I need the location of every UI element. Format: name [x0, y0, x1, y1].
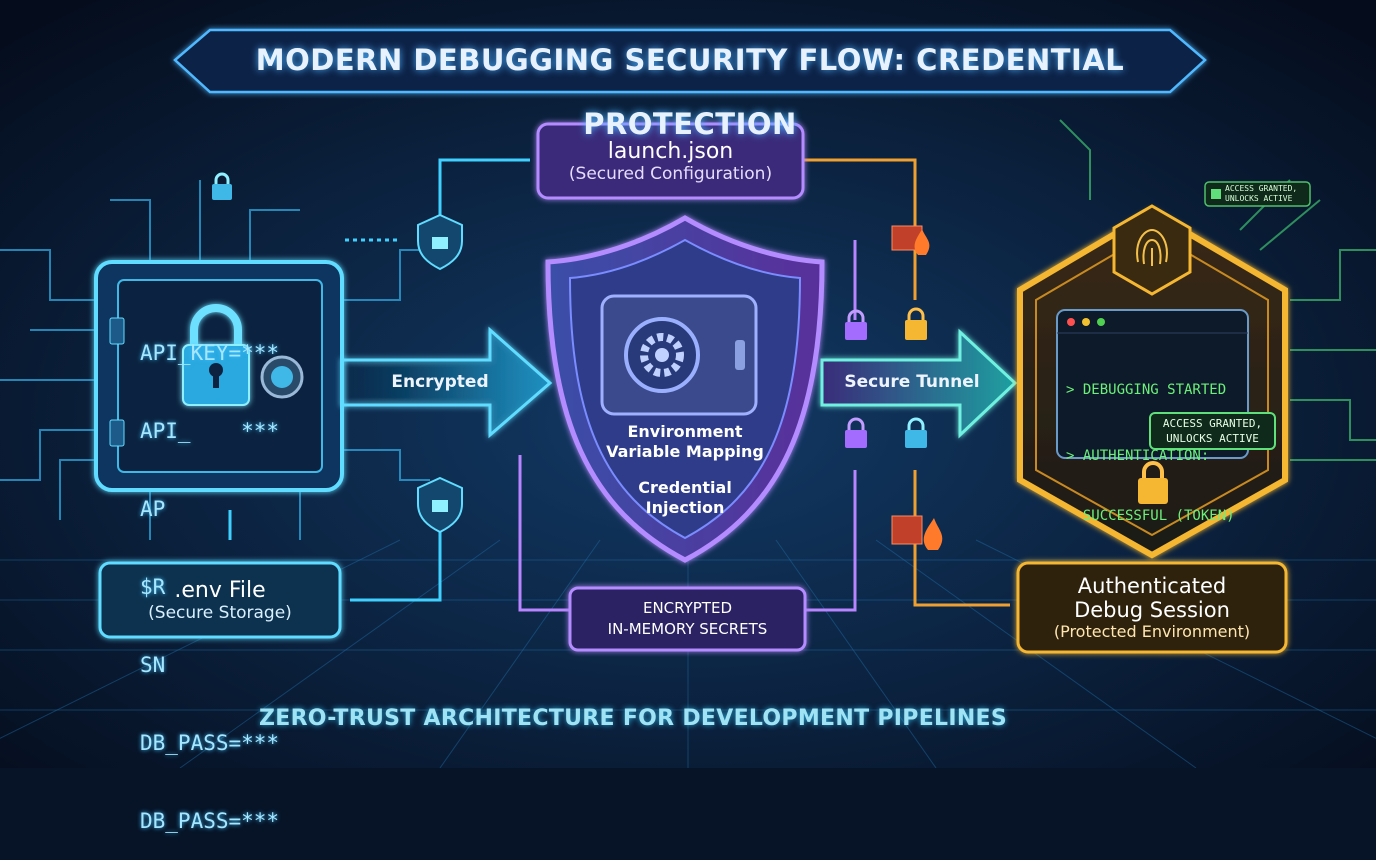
terminal-output: > DEBUGGING STARTED > AUTHENTICATION: SU… [1066, 340, 1235, 546]
terminal-line: > DEBUGGING STARTED [1066, 382, 1227, 398]
session-line: Debug Session [1074, 598, 1230, 622]
env-file-title: .env File [174, 577, 266, 603]
vault-line: DB_PASS=*** [140, 731, 280, 755]
memory-line: IN-MEMORY SECRETS [607, 620, 768, 638]
top-access-text: ACCESS GRANTED, UNLOCKS ACTIVE [1225, 184, 1310, 204]
maximize-dot [1097, 318, 1105, 326]
memory-box: ENCRYPTED IN-MEMORY SECRETS [570, 588, 805, 650]
terminal-line: SUCCESSFUL (TOKEN) [1066, 508, 1235, 524]
dial-icon [260, 355, 304, 399]
session-box: Authenticated Debug Session (Protected E… [1018, 563, 1286, 652]
vault-line: API_KEY=*** [140, 341, 280, 365]
shield-line: Credential [638, 478, 732, 497]
lock-icon [1138, 461, 1168, 504]
firewall-icon [891, 515, 943, 550]
diagram: MODERN DEBUGGING SECURITY FLOW: CREDENTI… [0, 0, 1376, 833]
close-dot [1067, 318, 1075, 326]
session-box-bg [1016, 561, 1288, 654]
session-line: (Protected Environment) [1053, 622, 1251, 641]
launch-json-subtitle: (Secured Configuration) [568, 163, 773, 184]
secure-tunnel-arrow [820, 328, 1018, 439]
secure-tunnel-label: Secure Tunnel [844, 372, 980, 392]
shield-text: Environment Variable Mapping Credential … [575, 422, 795, 518]
gear-safe-icon [600, 294, 758, 416]
badge-line: ACCESS GRANTED, [1225, 184, 1298, 193]
fingerprint-icon [1112, 204, 1192, 296]
shield-lock-icon [417, 476, 463, 534]
badge-line: ACCESS GRANTED, [1162, 417, 1263, 430]
diagram-graphics [0, 0, 1376, 768]
circuit-lines-left [0, 180, 440, 540]
terminal-line: > AUTHENTICATION: [1066, 448, 1210, 464]
lock-icon [845, 309, 867, 340]
shield-lock-icon [417, 213, 463, 271]
shield-line: Environment [627, 422, 743, 441]
terminal-access-badge [1149, 412, 1276, 450]
launch-json-title: launch.json [607, 138, 734, 164]
vault-line: AP [140, 497, 166, 521]
page-title: MODERN DEBUGGING SECURITY FLOW: CREDENTI… [255, 43, 1125, 141]
lock-icon [905, 307, 927, 340]
encrypted-arrow [340, 326, 553, 439]
session-line: Authenticated [1077, 574, 1227, 598]
lock-icon [905, 417, 927, 448]
shield-line: Injection [645, 498, 725, 517]
lock-icon [845, 417, 867, 448]
env-file-subtitle: (Secure Storage) [148, 602, 292, 623]
top-access-badge [1204, 181, 1311, 207]
badge-line: UNLOCKS ACTIVE [1225, 194, 1293, 203]
vault-line: SN [140, 653, 166, 677]
padlock-icon [182, 304, 250, 406]
env-file-box: .env File (Secure Storage) [100, 563, 340, 637]
encrypted-label: Encrypted [391, 372, 489, 392]
vault-line: $R [140, 575, 166, 599]
vault-line: API_ *** [140, 419, 280, 443]
memory-box-bg [568, 586, 807, 652]
minimize-dot [1082, 318, 1090, 326]
launch-json-box: launch.json (Secured Configuration) [538, 124, 803, 198]
lock-icon [212, 172, 232, 200]
terminal-access-text: ACCESS GRANTED, UNLOCKS ACTIVE [1150, 416, 1275, 446]
shield-line: Variable Mapping [606, 442, 764, 461]
memory-line: ENCRYPTED [642, 599, 733, 617]
env-file-box-bg [98, 561, 342, 639]
title-banner [173, 28, 1207, 94]
badge-line: UNLOCKS ACTIVE [1166, 432, 1259, 445]
connectors [228, 158, 1010, 612]
firewall-icon [891, 225, 930, 255]
vault-line: DB_PASS=*** [140, 809, 280, 833]
launch-json-box-bg [536, 122, 805, 200]
footer-caption: ZERO-TRUST ARCHITECTURE FOR DEVELOPMENT … [258, 706, 1008, 731]
